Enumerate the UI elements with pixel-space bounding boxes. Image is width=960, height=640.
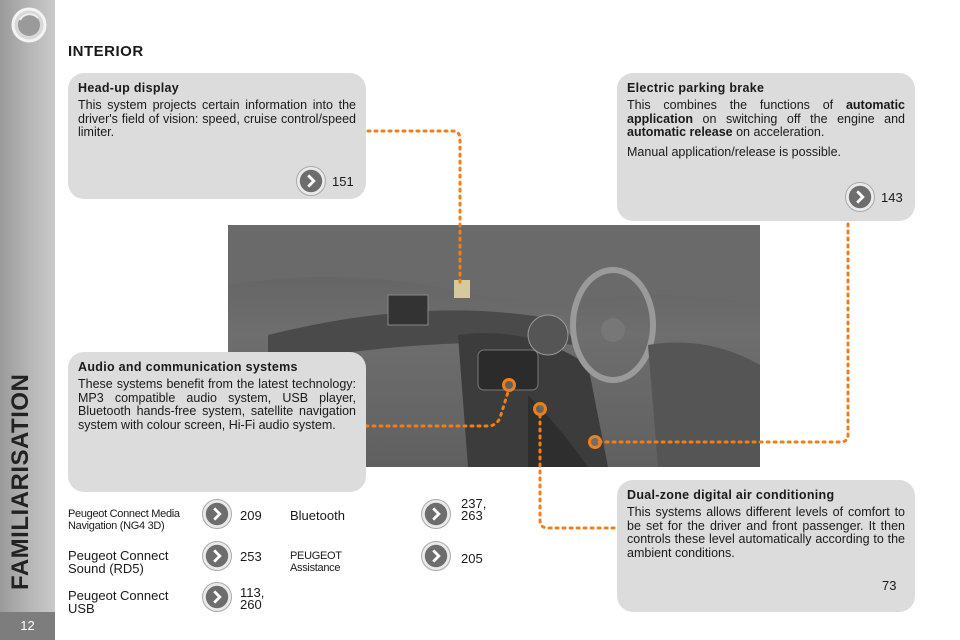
hud-page-number: 151 <box>332 173 354 189</box>
usb-page-number: 113, 260 <box>240 585 265 612</box>
nav-label: Peugeot Connect Media Navigation (NG4 3D… <box>68 508 180 532</box>
audio-text: These systems benefit from the latest te… <box>78 377 356 432</box>
chevron-right-icon[interactable] <box>421 541 451 571</box>
hud-page-ref[interactable]: 151 <box>296 166 354 196</box>
climate-card: Dual-zone digital air conditioning This … <box>617 480 915 612</box>
bluetooth-page-number: 237, 263 <box>461 496 487 523</box>
audio-card: Audio and communication systems These sy… <box>68 352 366 492</box>
chevron-right-icon <box>296 166 326 196</box>
brake-text: This combines the functions of automatic… <box>627 98 905 139</box>
climate-title: Dual-zone digital air conditioning <box>627 488 835 502</box>
page-number: 12 <box>0 612 55 640</box>
chevron-right-icon[interactable] <box>202 541 232 571</box>
nav-page-number: 209 <box>240 508 262 523</box>
sound-label: Peugeot Connect Sound (RD5) <box>68 548 169 576</box>
audio-marker <box>502 378 516 392</box>
sidebar: FAMILIARISATION 12 <box>0 0 55 640</box>
hud-title: Head-up display <box>78 81 180 95</box>
sound-page-number: 253 <box>240 549 262 564</box>
brake-page-ref[interactable]: 143 <box>845 182 903 212</box>
climate-text: This systems allows different levels of … <box>627 505 905 560</box>
section-title: FAMILIARISATION <box>7 373 34 590</box>
chevron-right-icon[interactable] <box>202 499 232 529</box>
climate-page-number: 73 <box>882 578 897 593</box>
brake-title: Electric parking brake <box>627 81 765 95</box>
assistance-page-number: 205 <box>461 551 483 566</box>
assistance-label: PEUGEOT Assistance <box>290 550 342 574</box>
hud-card: Head-up display This system projects cer… <box>68 73 366 199</box>
chevron-right-icon[interactable] <box>202 582 232 612</box>
brake-page-number: 143 <box>881 189 903 205</box>
brake-marker <box>588 435 602 449</box>
hud-text: This system projects certain information… <box>78 98 356 139</box>
brake-text-2: Manual application/release is possible. <box>627 144 842 159</box>
climate-marker <box>533 402 547 416</box>
usb-label: Peugeot Connect USB <box>68 588 169 616</box>
brake-card: Electric parking brake This combines the… <box>617 73 915 221</box>
bluetooth-label: Bluetooth <box>290 508 345 523</box>
corner-logo-icon <box>11 7 47 43</box>
page-heading: INTERIOR <box>68 43 144 60</box>
chevron-right-icon <box>845 182 875 212</box>
audio-title: Audio and communication systems <box>78 360 298 374</box>
chevron-right-icon[interactable] <box>421 499 451 529</box>
